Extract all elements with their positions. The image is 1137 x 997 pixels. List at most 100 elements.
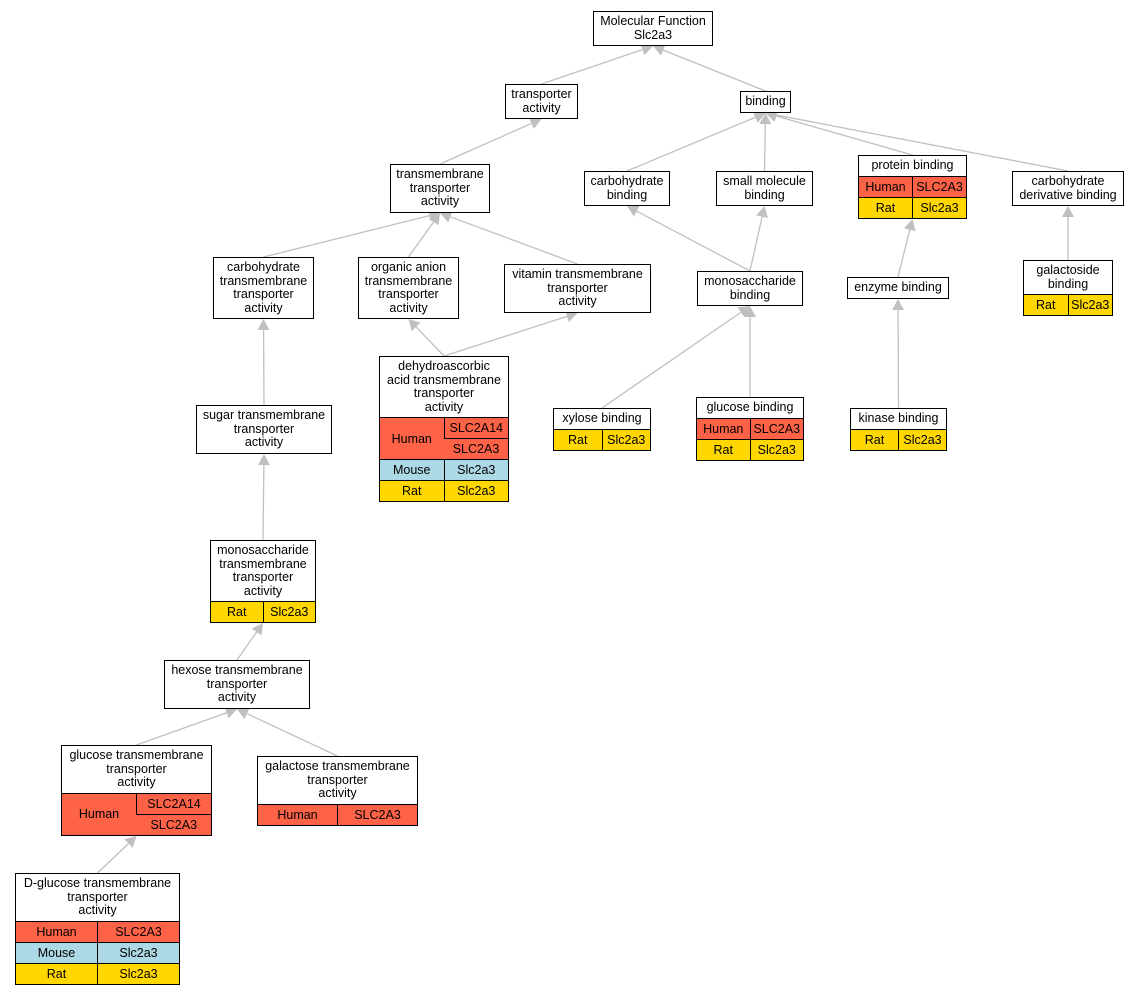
node-label: kinase binding bbox=[858, 411, 939, 425]
gene-cell: Slc2a3 bbox=[601, 428, 650, 450]
go-node-dehydro[interactable]: dehydroascorbic acid transmembrane trans… bbox=[379, 356, 509, 502]
gene-cell: Slc2a3 bbox=[898, 428, 946, 450]
node-label: transporter activity bbox=[511, 87, 572, 115]
edge-glucose_tmt-to-hexose bbox=[136, 712, 227, 746]
go-node-hexose[interactable]: hexose transmembrane transporter activit… bbox=[164, 660, 310, 709]
edge-hexose-to-mono_tmt bbox=[236, 631, 258, 661]
go-node-vitamin[interactable]: vitamin transmembrane transporter activi… bbox=[504, 264, 651, 313]
edge-arrowhead bbox=[529, 117, 542, 129]
go-node-sugar[interactable]: sugar transmembrane transporter activity bbox=[196, 405, 332, 454]
edge-arrowhead bbox=[408, 319, 421, 332]
edge-binding-to-mf bbox=[662, 49, 766, 92]
edge-arrowhead bbox=[565, 310, 578, 323]
go-node-mono-bind[interactable]: monosaccharide binding bbox=[697, 271, 803, 306]
gene-cell: SLC2A14 bbox=[136, 792, 211, 814]
edge-tmt-to-transporter bbox=[439, 122, 532, 165]
edge-arrowhead bbox=[257, 454, 270, 466]
node-label: D-glucose transmembrane transporter acti… bbox=[23, 876, 172, 917]
gene-cell: SLC2A3 bbox=[912, 175, 966, 197]
node-label: carbohydrate transmembrane transporter a… bbox=[219, 260, 308, 315]
node-label: glucose transmembrane transporter activi… bbox=[69, 748, 204, 789]
go-node-dglucose[interactable]: D-glucose transmembrane transporter acti… bbox=[15, 873, 180, 985]
node-label: small molecule binding bbox=[723, 174, 806, 202]
edge-arrowhead bbox=[744, 306, 756, 317]
gene-cell: Slc2a3 bbox=[262, 601, 315, 622]
edge-dglucose-to-glucose_tmt bbox=[97, 843, 129, 874]
edge-arrowhead bbox=[904, 219, 916, 232]
edge-protein_bind-to-binding bbox=[775, 115, 913, 156]
gene-cell: SLC2A3 bbox=[337, 803, 417, 825]
node-label: monosaccharide binding bbox=[704, 274, 796, 302]
edge-carb_deriv-to-binding bbox=[776, 114, 1069, 172]
node-label: carbohydrate binding bbox=[590, 174, 664, 202]
go-node-enzyme[interactable]: enzyme binding bbox=[847, 277, 949, 299]
species-cell: Rat bbox=[16, 962, 98, 984]
species-cell: Human bbox=[258, 803, 338, 825]
go-node-mf[interactable]: Molecular Function Slc2a3 bbox=[593, 11, 713, 46]
node-label: sugar transmembrane transporter activity bbox=[202, 408, 326, 449]
edge-arrowhead bbox=[251, 623, 263, 636]
go-node-transporter[interactable]: transporter activity bbox=[505, 84, 578, 119]
gene-cell: Slc2a3 bbox=[912, 196, 966, 218]
go-node-galactose-tmt[interactable]: galactose transmembrane transporter acti… bbox=[257, 756, 418, 826]
go-node-carb-bind[interactable]: carbohydrate binding bbox=[584, 171, 670, 206]
node-label: xylose binding bbox=[562, 411, 642, 425]
edge-arrowhead bbox=[640, 43, 653, 56]
species-cell: Rat bbox=[859, 196, 913, 218]
species-cell: Rat bbox=[851, 428, 899, 450]
gene-cell: Slc2a3 bbox=[749, 438, 803, 460]
species-cell: Human bbox=[697, 417, 750, 439]
node-label: enzyme binding bbox=[854, 280, 942, 294]
edge-enzyme-to-protein_bind bbox=[897, 229, 911, 278]
edge-transporter-to-mf bbox=[541, 48, 643, 85]
edge-arrowhead bbox=[440, 211, 453, 223]
edge-arrowhead bbox=[124, 836, 137, 848]
go-node-small-mol[interactable]: small molecule binding bbox=[716, 171, 813, 206]
edge-arrowhead bbox=[892, 299, 905, 311]
gene-cell: Slc2a3 bbox=[1067, 294, 1112, 315]
go-node-carb-deriv[interactable]: carbohydrate derivative binding bbox=[1012, 171, 1124, 206]
node-label: organic anion transmembrane transporter … bbox=[364, 260, 453, 315]
gene-cell: SLC2A14 bbox=[443, 417, 508, 439]
species-cell: Rat bbox=[554, 428, 602, 450]
edge-arrowhead bbox=[224, 707, 237, 719]
go-node-binding[interactable]: binding bbox=[740, 91, 791, 113]
gene-cell: SLC2A3 bbox=[749, 417, 803, 439]
edge-mono_bind-to-small_mol bbox=[749, 216, 763, 272]
edge-galactose_tmt-to-hexose bbox=[246, 713, 338, 757]
species-cell: Human bbox=[16, 920, 98, 942]
edge-arrowhead bbox=[1062, 206, 1074, 217]
node-label: monosaccharide transmembrane transporter… bbox=[217, 543, 309, 598]
gene-cell: SLC2A3 bbox=[444, 438, 508, 460]
node-label: hexose transmembrane transporter activit… bbox=[171, 663, 303, 704]
edge-carb_tmt-to-tmt bbox=[263, 215, 430, 258]
node-label: galactose transmembrane transporter acti… bbox=[265, 759, 410, 800]
edge-org_anion-to-tmt bbox=[407, 221, 435, 258]
edge-arrowhead bbox=[627, 205, 640, 217]
node-label: vitamin transmembrane transporter activi… bbox=[512, 267, 643, 308]
node-label: glucose binding bbox=[706, 400, 794, 414]
go-node-carb-tmt[interactable]: carbohydrate transmembrane transporter a… bbox=[213, 257, 314, 319]
go-node-glucose-tmt[interactable]: glucose transmembrane transporter activi… bbox=[61, 745, 212, 836]
species-cell: Rat bbox=[697, 438, 750, 460]
go-node-tmt[interactable]: transmembrane transporter activity bbox=[390, 164, 490, 213]
species-cell: Mouse bbox=[380, 459, 444, 481]
node-label: galactoside binding bbox=[1036, 263, 1100, 291]
species-cell: Human bbox=[859, 175, 913, 197]
go-node-org-anion[interactable]: organic anion transmembrane transporter … bbox=[358, 257, 459, 319]
go-node-mono-tmt[interactable]: monosaccharide transmembrane transporter… bbox=[210, 540, 316, 623]
edge-arrowhead bbox=[759, 113, 772, 125]
